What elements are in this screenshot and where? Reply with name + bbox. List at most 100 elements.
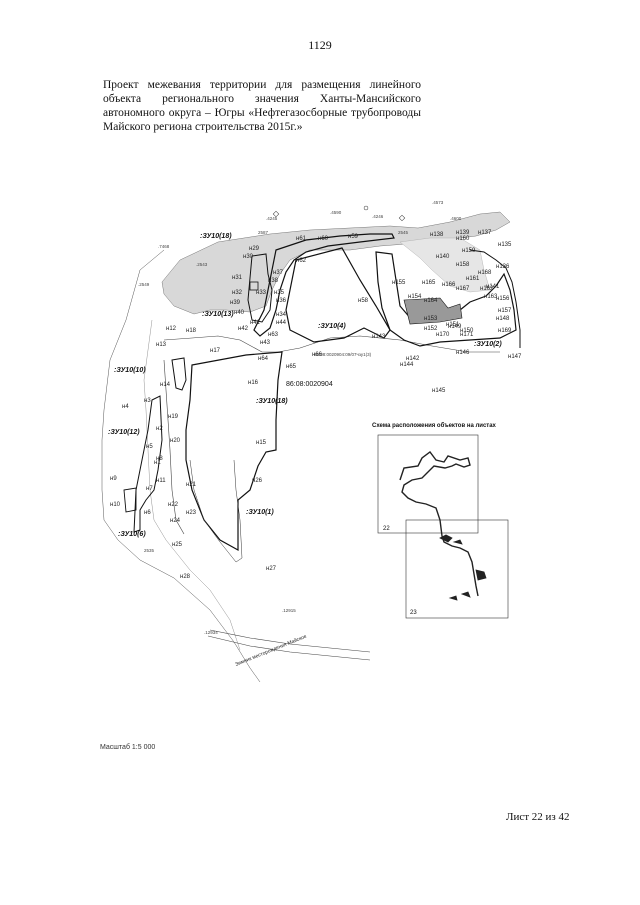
point-label: н13 xyxy=(156,342,167,348)
point-label: н139 xyxy=(456,230,470,236)
point-label: н63 xyxy=(268,332,279,338)
point-label: н168 xyxy=(478,270,492,276)
point-label: н149 xyxy=(448,324,462,330)
point-label: н23 xyxy=(186,510,197,516)
elevation-label: .4573 xyxy=(432,200,444,205)
point-label: н10 xyxy=(110,502,121,508)
elevation-label: .4600 xyxy=(450,216,462,221)
point-label: н1 xyxy=(154,460,161,466)
inset-object-outline xyxy=(399,451,479,597)
point-label: н37 xyxy=(273,270,284,276)
parcel-zu10-18-upper xyxy=(253,233,395,337)
point-label: н162 xyxy=(480,286,494,292)
cadastral-block-label: 86:08:0020904 xyxy=(286,381,333,388)
elevation-label: .7468 xyxy=(158,244,170,249)
parcel-zu10-2-detail xyxy=(403,297,463,325)
point-label: н22 xyxy=(168,502,179,508)
point-label: н35 xyxy=(274,290,285,296)
point-label: н2 xyxy=(156,426,163,432)
cadastral-map: Схема расположения объектов на листах 22… xyxy=(101,200,522,683)
zone-labels: :ЗУ10(18) :ЗУ10(13) :ЗУ10(4) :ЗУ10(10) :… xyxy=(108,233,502,668)
point-label: н143 xyxy=(372,334,386,340)
point-label: н151 xyxy=(446,322,460,328)
inset-label-sheet-23: 23 xyxy=(410,610,417,616)
point-label: н9 xyxy=(110,476,117,482)
point-label: н16 xyxy=(248,380,259,386)
point-label: н135 xyxy=(498,242,512,248)
survey-marker xyxy=(272,210,280,218)
parcel-small-box xyxy=(249,281,259,291)
point-label: н42 xyxy=(238,326,249,332)
elevation-label: .4246 xyxy=(372,214,384,219)
point-label: н146 xyxy=(456,350,470,356)
point-label: н65 xyxy=(286,364,297,370)
point-label: н144 xyxy=(400,362,414,368)
inset-label-sheet-22: 22 xyxy=(383,526,390,532)
point-label: н41 xyxy=(250,320,261,326)
map-scale: Масштаб 1:5 000 xyxy=(100,744,156,751)
point-label: н136 xyxy=(496,264,510,270)
survey-marker xyxy=(398,214,406,222)
point-label: н166 xyxy=(442,282,456,288)
point-label: н19 xyxy=(168,414,179,420)
triangulation-marker xyxy=(363,205,369,211)
point-label: н148 xyxy=(496,316,510,322)
point-label: н17 xyxy=(210,348,221,354)
point-label: н140 xyxy=(436,254,450,260)
point-label: н12 xyxy=(166,326,177,332)
point-label: н159 xyxy=(462,248,476,254)
point-label: н156 xyxy=(496,296,510,302)
inset-scheme: Схема расположения объектов на листах 22… xyxy=(372,422,509,619)
inset-title: Схема расположения объектов на листах xyxy=(372,422,497,429)
boundary-line-inner xyxy=(143,319,241,651)
elevation-label: 2587 xyxy=(258,230,269,235)
point-labels: н29 н30 н31 н32 н33 н34 н35 н36 н37 н38 … xyxy=(110,230,522,580)
point-label: н163 xyxy=(484,294,498,300)
zone-label: :ЗУ10(18) xyxy=(256,398,288,405)
point-label: н8 xyxy=(156,456,163,462)
point-label: н11 xyxy=(156,478,166,484)
point-label: н43 xyxy=(260,340,271,346)
point-label: н34 xyxy=(276,312,287,318)
point-label: н167 xyxy=(456,286,470,292)
parcel-zu10-10 xyxy=(171,357,187,391)
elevation-label: 2545 xyxy=(398,230,409,235)
point-label: н66 xyxy=(312,352,323,358)
zone-label: :ЗУ10(1) xyxy=(246,509,274,516)
winter-road xyxy=(209,629,371,653)
road-label: Зимник месторождения Майское xyxy=(234,633,308,668)
inset-frame-sheet-22 xyxy=(377,434,479,534)
point-label: н6 xyxy=(144,510,151,516)
zone-label: :ЗУ10(13) xyxy=(202,311,234,318)
elevation-label: .2549 xyxy=(138,282,150,287)
point-label: н14 xyxy=(160,382,171,388)
point-label: н154 xyxy=(408,294,422,300)
zone-label: :ЗУ10(2) xyxy=(474,341,502,348)
zone-label: :ЗУ10(10) xyxy=(114,367,146,374)
point-label: н15 xyxy=(256,440,267,446)
elevation-label: .4590 xyxy=(330,210,342,215)
map-main xyxy=(101,205,521,683)
point-label: н44 xyxy=(276,320,287,326)
point-label: н26 xyxy=(252,478,263,484)
point-label: н157 xyxy=(498,308,512,314)
point-label: н62 xyxy=(296,258,307,264)
point-label: н165 xyxy=(422,280,436,286)
point-label: н60 xyxy=(318,236,329,242)
point-label: н153 xyxy=(424,316,438,322)
zone-label: :ЗУ10(4) xyxy=(318,323,346,330)
point-label: н32 xyxy=(232,290,243,296)
zone-label: :ЗУ10(12) xyxy=(108,429,140,436)
point-label: н18 xyxy=(186,328,197,334)
parcel-zu10-12 xyxy=(133,395,163,533)
elevation-label: .4245 xyxy=(266,216,278,221)
point-label: н171 xyxy=(460,332,474,338)
small-note: 86:08:0020904:09/07чзу1(3) xyxy=(314,352,372,357)
point-label: н152 xyxy=(424,326,438,332)
point-label: н138 xyxy=(430,232,444,238)
point-label: н4 xyxy=(122,404,129,410)
point-label: н24 xyxy=(170,518,181,524)
point-label: н137 xyxy=(478,230,492,236)
point-label: н39 xyxy=(230,300,241,306)
point-label: н31 xyxy=(232,275,243,281)
